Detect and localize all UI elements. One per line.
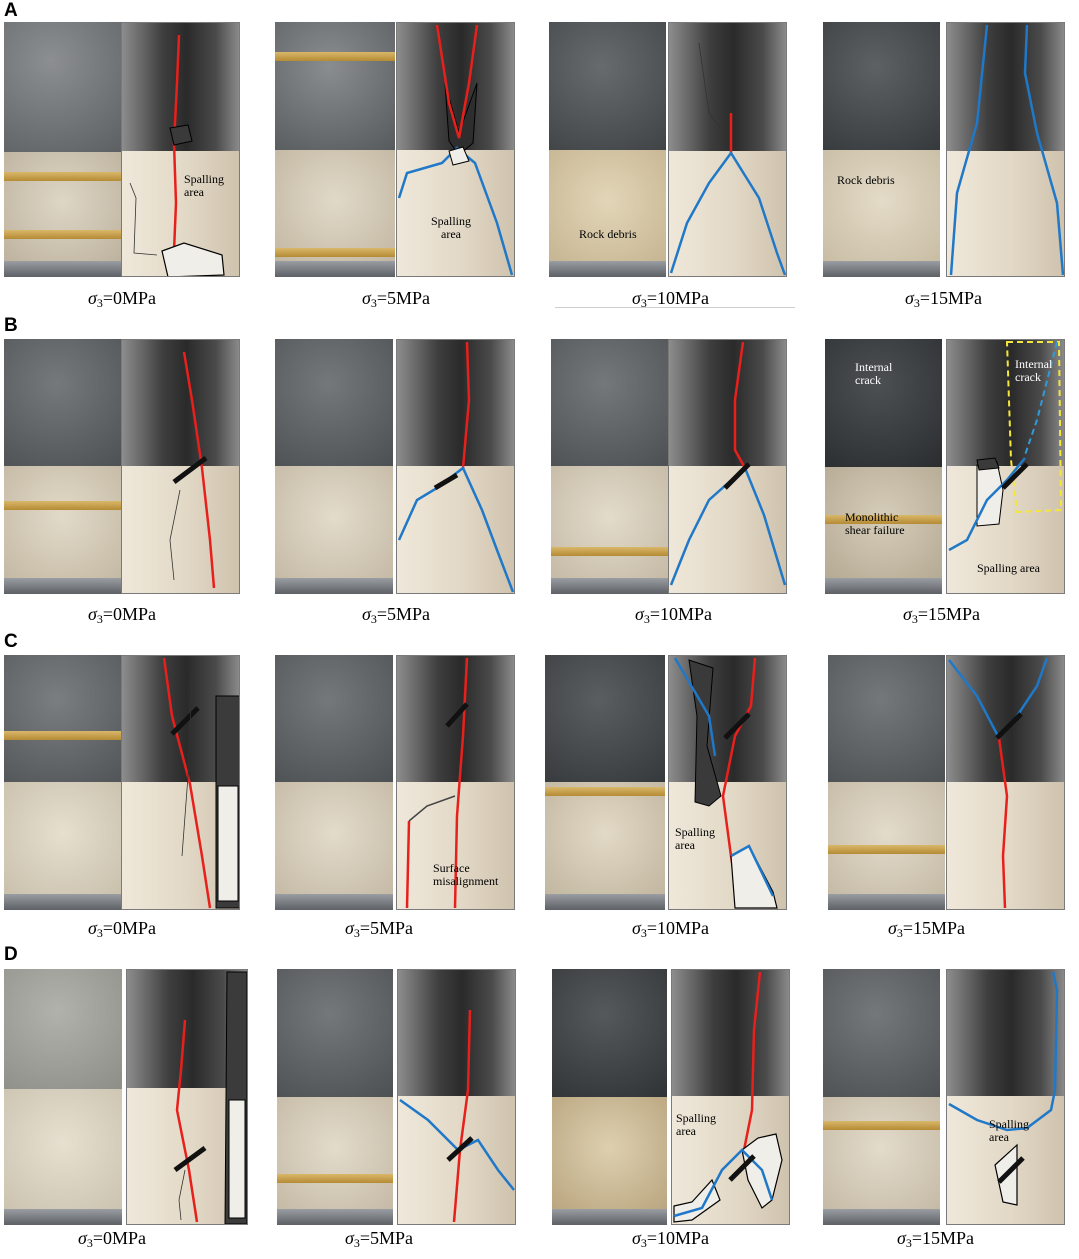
- failure-sketch-b-5mpa: [396, 339, 515, 594]
- caption-a-0mpa: σ3=0MPa: [88, 288, 157, 310]
- specimen-photo-a-0mpa: [4, 22, 121, 277]
- caption-d-5mpa: σ3=5MPa: [345, 1228, 414, 1250]
- failure-sketch-d-5mpa: [397, 969, 516, 1225]
- caption-d-0mpa: σ3=0MPa: [78, 1228, 147, 1250]
- failure-sketch-a-10mpa: [668, 22, 787, 277]
- failure-sketch-c-5mpa: Surface misalignment: [396, 655, 515, 910]
- failure-sketch-b-15mpa: Internal crack Spalling area: [946, 339, 1065, 594]
- specimen-photo-a-15mpa: Rock debris: [823, 22, 940, 277]
- caption-c-5mpa: σ3=5MPa: [345, 918, 414, 940]
- specimen-photo-c-0mpa: [4, 655, 121, 910]
- failure-sketch-a-15mpa: [946, 22, 1065, 277]
- caption-d-10mpa: σ3=10MPa: [632, 1228, 710, 1250]
- annotation-spalling-d4: Spalling area: [989, 1117, 1030, 1144]
- caption-d-15mpa: σ3=15MPa: [897, 1228, 975, 1250]
- specimen-photo-d-10mpa: [552, 969, 667, 1225]
- caption-b-0mpa: σ3=0MPa: [88, 604, 157, 626]
- annotation-spalling-b4: Spalling area: [977, 561, 1040, 575]
- caption-a-5mpa: σ3=5MPa: [362, 288, 431, 310]
- failure-sketch-b-10mpa: [668, 339, 787, 594]
- caption-b-5mpa: σ3=5MPa: [362, 604, 431, 626]
- caption-b-15mpa: σ3=15MPa: [903, 604, 981, 626]
- specimen-photo-a-5mpa: [275, 22, 395, 277]
- specimen-photo-b-15mpa: Internal crack Monolithic shear failure: [825, 339, 942, 594]
- specimen-photo-c-10mpa: [545, 655, 665, 910]
- failure-sketch-c-0mpa: [121, 655, 240, 910]
- failure-sketch-d-15mpa: Spalling area: [946, 969, 1065, 1225]
- annotation-spalling-d3: Spalling area: [676, 1111, 717, 1138]
- row-label-b: B: [4, 315, 18, 336]
- row-label-c: C: [4, 631, 18, 652]
- annotation-monolithic-shear: Monolithic shear failure: [845, 510, 905, 537]
- caption-c-0mpa: σ3=0MPa: [88, 918, 157, 940]
- caption-a-15mpa: σ3=15MPa: [905, 288, 983, 310]
- failure-sketch-d-10mpa: Spalling area: [671, 969, 790, 1225]
- specimen-photo-b-10mpa: [551, 339, 668, 594]
- failure-sketch-b-0mpa: [121, 339, 240, 594]
- specimen-photo-c-15mpa: [828, 655, 945, 910]
- failure-sketch-d-0mpa: [126, 969, 248, 1225]
- specimen-photo-d-15mpa: [823, 969, 940, 1225]
- annotation-rock-debris-a4: Rock debris: [837, 173, 895, 187]
- caption-c-15mpa: σ3=15MPa: [888, 918, 966, 940]
- failure-sketch-a-5mpa: Spalling area: [396, 22, 515, 277]
- specimen-photo-c-5mpa: [275, 655, 393, 910]
- failure-sketch-a-0mpa: Spalling area: [121, 22, 240, 277]
- failure-sketch-c-10mpa: Spalling area: [668, 655, 787, 910]
- specimen-photo-d-0mpa: [4, 969, 122, 1225]
- annotation-internal-crack-sketch: Internal crack: [1015, 357, 1053, 384]
- row-label-d: D: [4, 944, 18, 965]
- caption-b-10mpa: σ3=10MPa: [635, 604, 713, 626]
- annotation-spalling-c3: Spalling area: [675, 825, 716, 852]
- row-a-divider: [555, 307, 795, 308]
- annotation-rock-debris-a3: Rock debris: [579, 227, 637, 241]
- failure-sketch-c-15mpa: [946, 655, 1065, 910]
- specimen-photo-a-10mpa: Rock debris: [549, 22, 666, 277]
- row-label-a: A: [4, 0, 18, 21]
- annotation-surface-misalignment: Surface misalignment: [433, 861, 499, 888]
- caption-c-10mpa: σ3=10MPa: [632, 918, 710, 940]
- annotation-internal-crack-photo: Internal crack: [855, 360, 893, 387]
- specimen-photo-b-0mpa: [4, 339, 121, 594]
- annotation-spalling-a1: Spalling area: [184, 172, 225, 199]
- specimen-photo-d-5mpa: [277, 969, 393, 1225]
- annotation-spalling-a2: Spalling area: [431, 214, 472, 241]
- caption-a-10mpa: σ3=10MPa: [632, 288, 710, 310]
- specimen-photo-b-5mpa: [275, 339, 393, 594]
